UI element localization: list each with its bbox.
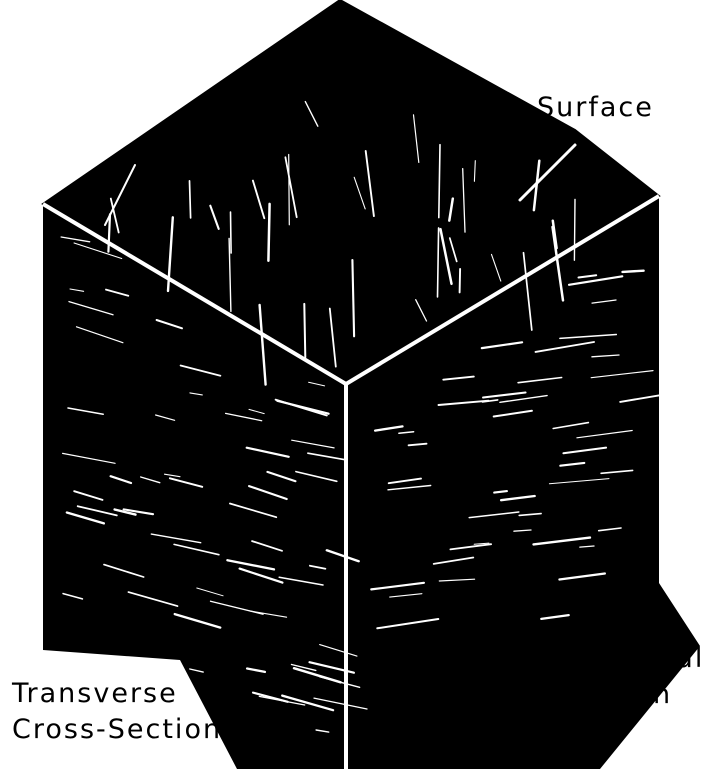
longitudinal-label-line-1: Longitudinal bbox=[462, 641, 704, 677]
top-face-streak bbox=[438, 228, 439, 297]
transverse-label-line-1: Transverse bbox=[12, 676, 222, 712]
top-face-streak bbox=[460, 269, 461, 293]
top-face-streak bbox=[268, 204, 269, 261]
top-face-streak bbox=[231, 212, 232, 253]
surface-label: Surface bbox=[537, 90, 654, 126]
right-face-streak bbox=[494, 491, 507, 493]
top-face-streak bbox=[289, 155, 290, 225]
longitudinal-cross-section-label: Longitudinal Cross-Section bbox=[462, 641, 704, 713]
transverse-label-line-2: Cross-Section bbox=[12, 712, 222, 748]
top-face-streak bbox=[190, 181, 191, 218]
top-face-streak bbox=[304, 304, 305, 358]
top-face-streak bbox=[574, 199, 575, 260]
right-face-streak bbox=[623, 271, 644, 272]
transverse-cross-section-label: Transverse Cross-Section bbox=[12, 676, 222, 748]
longitudinal-label-line-2: Cross-Section bbox=[462, 677, 704, 713]
